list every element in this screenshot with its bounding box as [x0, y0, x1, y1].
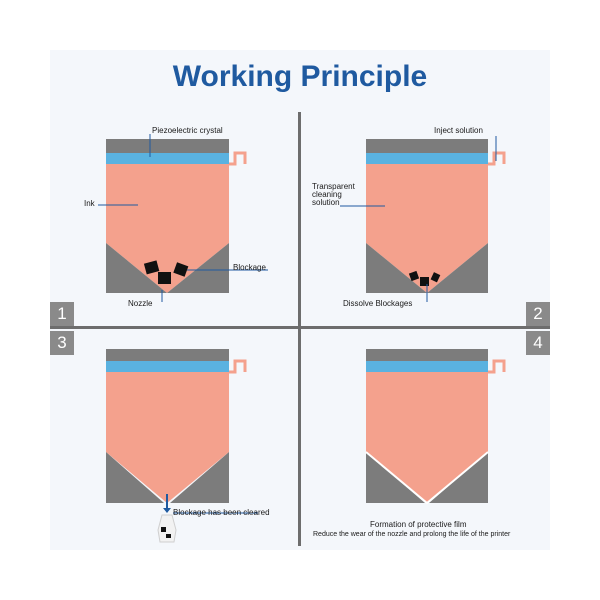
label-ink: Ink	[84, 199, 95, 208]
blockage-chunk	[408, 270, 420, 282]
vertical-divider	[298, 112, 301, 546]
ejected-blockage	[166, 534, 171, 538]
panel-number-3: 3	[50, 331, 74, 355]
blockage-chunk	[143, 260, 160, 275]
ink-chamber	[106, 372, 229, 503]
blockage-chunk	[430, 272, 441, 283]
label-inject-solution: Inject solution	[434, 126, 483, 135]
panel-4-cartridge	[365, 349, 506, 505]
cartridge-top	[366, 349, 488, 361]
cartridge-top	[366, 139, 488, 153]
panel-1-cartridge	[98, 134, 268, 302]
nozzle-wall-left	[106, 452, 164, 503]
inlet-pipe	[229, 359, 247, 374]
label-blockage-cleared: Blockage has been cleared	[173, 508, 270, 517]
nozzle-wall-right	[427, 243, 488, 293]
ejected-droplet	[157, 514, 177, 543]
label-nozzle: Nozzle	[128, 299, 153, 308]
cartridge-top	[106, 139, 229, 153]
inlet-pipe	[488, 359, 506, 374]
piezo-crystal	[106, 153, 229, 164]
inlet-pipe	[488, 151, 506, 166]
panel-2-cartridge	[340, 136, 506, 302]
label-reduce-wear: Reduce the wear of the nozzle and prolon…	[313, 531, 511, 538]
nozzle-wall-right	[167, 243, 229, 293]
ejected-blockage	[161, 527, 166, 532]
nozzle-wall-left	[106, 243, 167, 293]
blockage-chunk	[420, 277, 429, 286]
label-blockage: Blockage	[233, 263, 266, 272]
piezo-crystal	[366, 153, 488, 164]
inlet-pipe	[229, 151, 247, 166]
nozzle-wall-right	[170, 452, 229, 503]
blockage-chunk	[158, 272, 171, 284]
label-transparent: Transparent	[312, 182, 355, 191]
page-title: Working Principle	[172, 60, 428, 93]
cartridge-top	[106, 349, 229, 361]
piezo-crystal	[106, 361, 229, 372]
panel-number-2: 2	[526, 302, 550, 326]
ink-chamber	[106, 164, 229, 293]
panel-number-4: 4	[526, 331, 550, 355]
label-cleaning: cleaning	[312, 190, 342, 199]
label-dissolve-blockages: Dissolve Blockages	[343, 299, 413, 308]
blockage-chunk	[173, 262, 189, 277]
panel-number-1: 1	[50, 302, 74, 326]
piezo-crystal	[366, 361, 488, 372]
panel-3-cartridge	[106, 349, 258, 543]
label-piezoelectric-crystal: Piezoelectric crystal	[152, 126, 223, 135]
cleaning-chamber	[366, 372, 488, 503]
label-solution: solution	[312, 198, 340, 207]
protective-film	[365, 451, 489, 505]
label-protective-film: Formation of protective film	[370, 520, 467, 529]
cleaning-chamber	[366, 164, 488, 293]
